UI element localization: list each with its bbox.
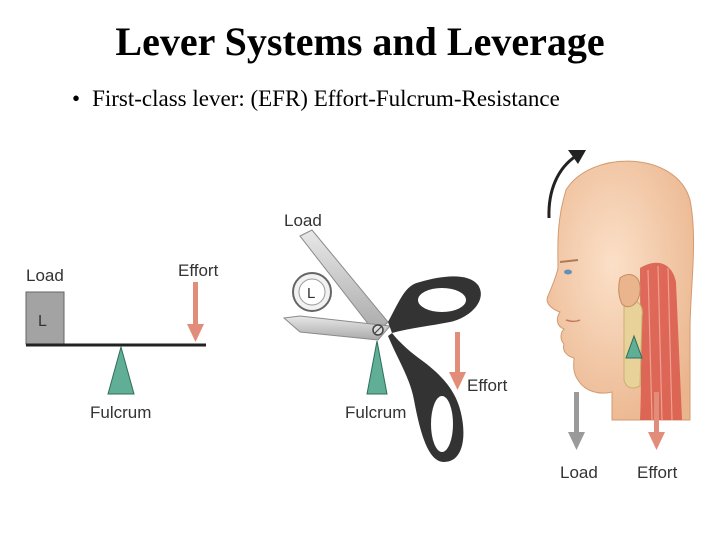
- fulcrum-triangle: [107, 345, 135, 395]
- effort-arrow-icon: [449, 332, 466, 390]
- load-box: [25, 291, 65, 345]
- load-label: Load: [560, 463, 598, 482]
- head-lever-diagram: Load Effort: [546, 150, 695, 482]
- fulcrum-triangle: [366, 340, 388, 395]
- load-arrow-icon: [568, 392, 585, 450]
- load-box-letter: L: [38, 313, 47, 330]
- eyebrow: [559, 259, 579, 263]
- lower-blade: [282, 315, 391, 341]
- simple-lever-diagram: Load L Fulcrum Effort: [25, 261, 219, 422]
- mouth: [565, 319, 581, 323]
- load-circle-letter: L: [307, 285, 315, 302]
- effort-arrow-icon: [187, 282, 204, 342]
- effort-label: Effort: [467, 376, 508, 395]
- rotation-arrow-icon: [547, 150, 586, 219]
- fulcrum-label: Fulcrum: [345, 403, 406, 422]
- effort-label: Effort: [637, 463, 678, 482]
- bullet-text: First-class lever: (EFR) Effort-Fulcrum-…: [92, 86, 560, 111]
- fulcrum-triangle: [625, 334, 643, 359]
- bullet-dot: •: [72, 86, 81, 111]
- lower-handle: [388, 333, 464, 462]
- load-label: Load: [26, 266, 64, 285]
- fulcrum-label: Fulcrum: [90, 403, 151, 422]
- effort-label: Effort: [178, 261, 219, 280]
- effort-arrow-icon: [648, 392, 665, 450]
- load-label: Load: [284, 211, 322, 230]
- ear: [618, 274, 641, 308]
- eye: [564, 269, 572, 275]
- scissors-diagram: Load L Fulcrum Effort: [282, 211, 508, 462]
- bullet-point: • First-class lever: (EFR) Effort-Fulcrum…: [72, 86, 560, 112]
- slide-title: Lever Systems and Leverage: [115, 19, 605, 64]
